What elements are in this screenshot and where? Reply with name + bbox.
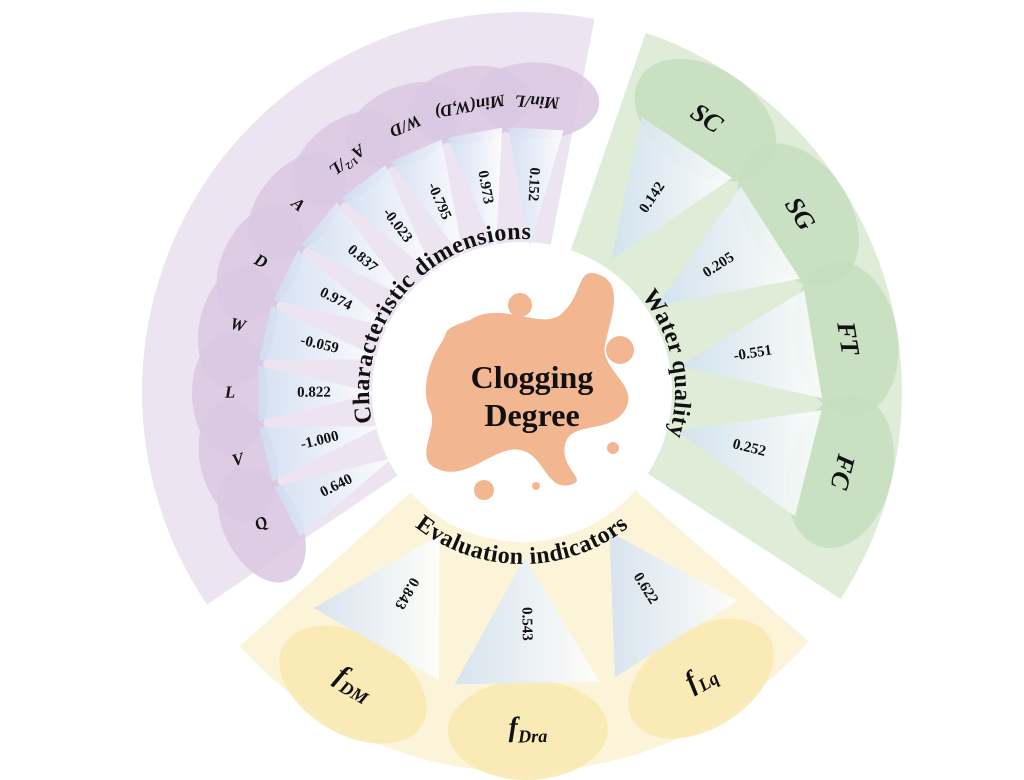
center-title-line1: Clogging [471,359,594,395]
spike [259,426,382,482]
spike [611,116,733,260]
center-splash [425,273,634,500]
correlation-value: 0.822 [297,385,331,401]
splash-drop [532,482,540,490]
factor-label: L [224,383,236,402]
correlation-value: 0.252 [731,436,768,460]
spike [454,556,600,685]
splash-drop [508,293,532,317]
spike [390,139,464,260]
petal [447,679,608,780]
spike [656,186,800,306]
splash-drop [588,293,602,307]
splash-drop [607,442,619,454]
center-title-line2: Degree [484,397,579,433]
spike [273,250,393,328]
spike [258,365,378,422]
petal [475,62,600,139]
spike [677,410,822,517]
factor-label: fDra [508,712,547,747]
spike [447,127,502,250]
splash-drop [606,336,634,364]
spike [609,531,738,678]
splash-blob [425,273,629,486]
petal [279,625,427,744]
spike [508,127,564,248]
correlation-value: -0.551 [732,342,773,364]
petal [792,261,899,417]
spike [313,534,440,681]
spike [258,305,381,360]
factor-label: FT [831,319,865,359]
label-part: f [508,713,521,744]
splash-drop [474,480,494,500]
spike [274,457,393,537]
spike [341,164,435,277]
splash-drop [434,392,446,404]
factor-label: W [228,314,249,336]
factor-label: Min/L [515,91,561,112]
spike [679,290,822,399]
correlation-value: 0.152 [525,167,543,202]
petal [628,618,774,739]
label-part: Dra [517,726,548,747]
spike [301,202,411,300]
correlation-value: 0.973 [474,169,496,205]
correlation-value: 0.543 [518,607,535,641]
